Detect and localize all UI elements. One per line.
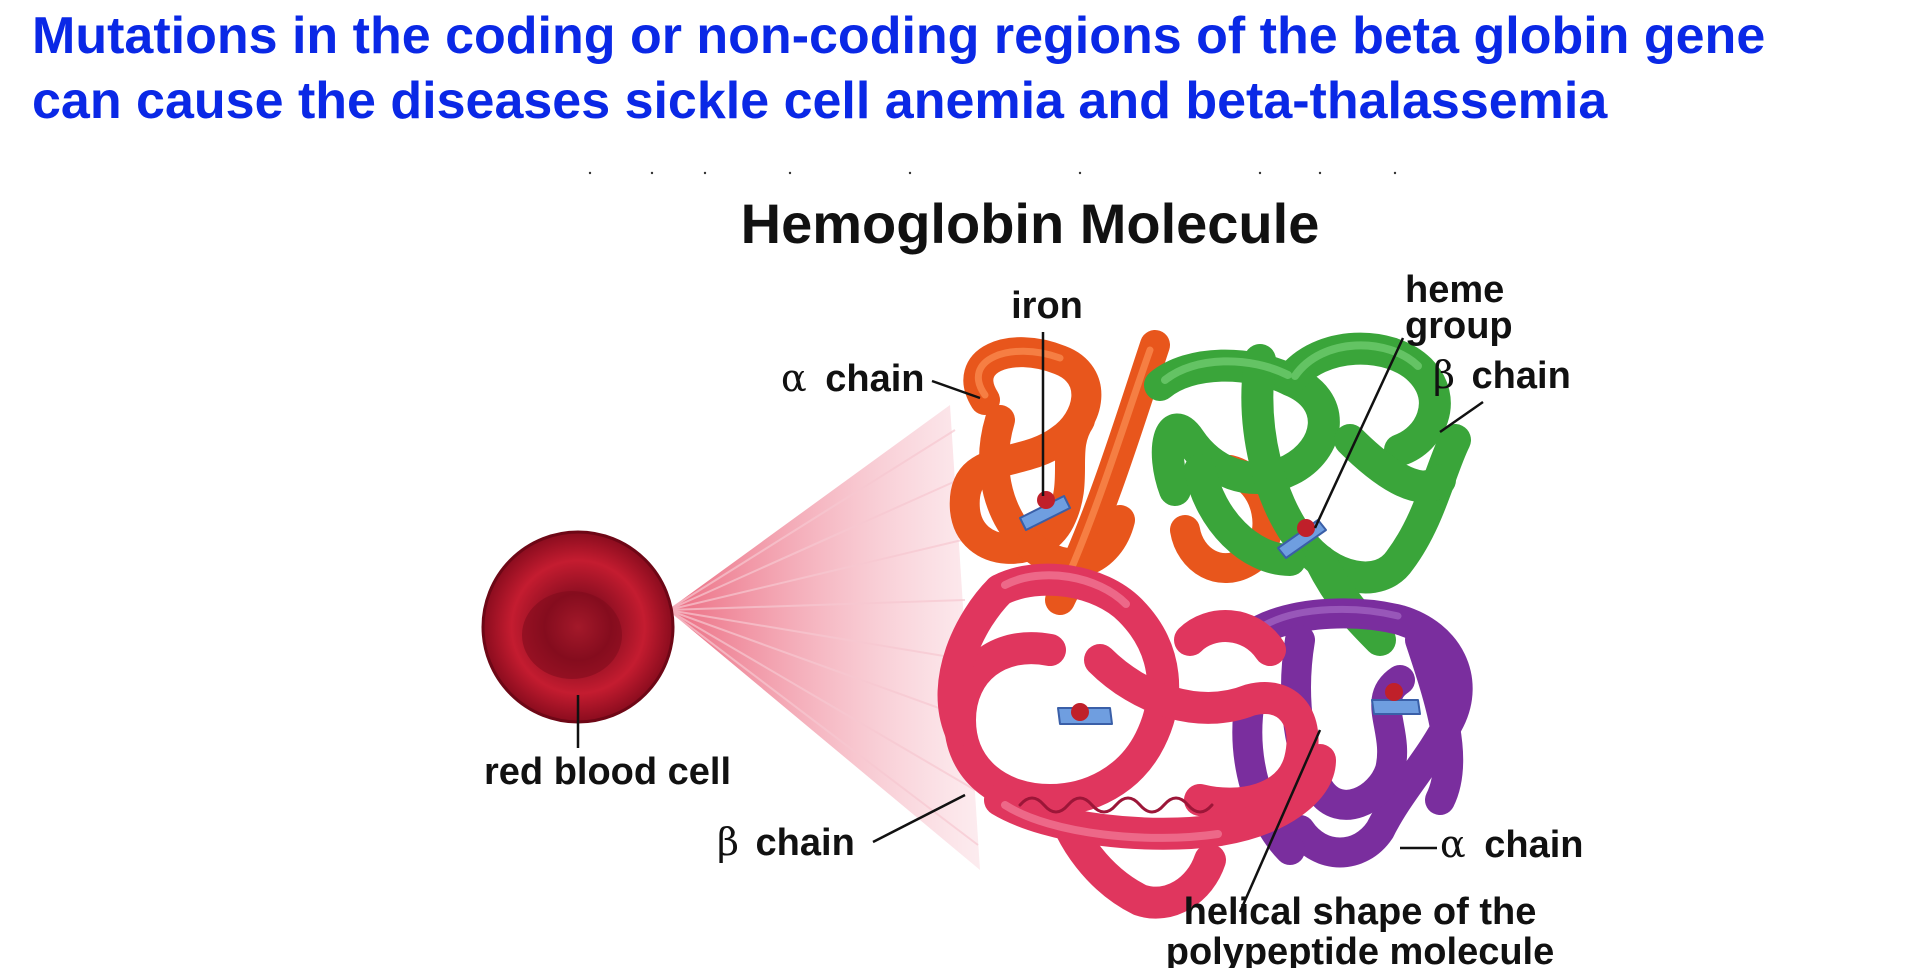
- heme-group-4: [1371, 683, 1421, 715]
- label-iron: iron: [1011, 285, 1083, 327]
- label-alpha-chain-top: α chain: [781, 356, 924, 400]
- label-beta-chain-bottom: β chain: [717, 820, 855, 864]
- slide-title-line-1: Mutations in the coding or non-coding re…: [32, 7, 1766, 65]
- label-alpha-chain-bottom: α chain: [1440, 822, 1583, 866]
- label-heme-line-2: group: [1405, 305, 1513, 347]
- chain-word: chain: [825, 358, 924, 400]
- label-helical-line-1: helical shape of the: [1184, 891, 1537, 933]
- beta-symbol: β: [1433, 353, 1455, 397]
- beta-chain-right: [1144, 332, 1471, 656]
- chain-word: chain: [756, 822, 855, 864]
- red-blood-cell-illustration: [481, 530, 675, 724]
- slide-title-line-2: can cause the diseases sickle cell anemi…: [32, 72, 1608, 130]
- hemoglobin-molecule: [937, 330, 1473, 919]
- slide-title: Mutations in the coding or non-coding re…: [32, 4, 1912, 134]
- label-red-blood-cell: red blood cell: [484, 751, 731, 793]
- beta-symbol: β: [717, 820, 739, 864]
- label-beta-chain-right: β chain: [1433, 353, 1571, 397]
- chain-word: chain: [1484, 824, 1583, 866]
- heme-group-3: [1057, 703, 1113, 725]
- fan-rays: [667, 429, 979, 846]
- alpha-symbol: α: [1440, 822, 1466, 866]
- chain-word: chain: [1472, 355, 1571, 397]
- label-helical-line-2: polypeptide molecule: [1166, 931, 1555, 968]
- helix-pattern: [1018, 796, 1214, 814]
- leader-beta-chain-right: [1439, 400, 1484, 434]
- scan-artifact-dots: [588, 171, 1397, 175]
- alpha-symbol: α: [781, 356, 807, 400]
- leader-beta-chain-bottom: [872, 793, 966, 844]
- heme-group-1: [1019, 491, 1071, 531]
- leader-helical-shape: [1238, 729, 1322, 913]
- label-heme-line-1: heme: [1405, 269, 1504, 311]
- leader-heme-group: [1313, 337, 1405, 529]
- magnification-fan: [668, 405, 980, 870]
- diagram-heading: Hemoglobin Molecule: [741, 192, 1320, 255]
- leader-alpha-chain-top: [931, 379, 981, 400]
- leader-lines: [576, 332, 1484, 913]
- heme-group-2: [1277, 519, 1327, 559]
